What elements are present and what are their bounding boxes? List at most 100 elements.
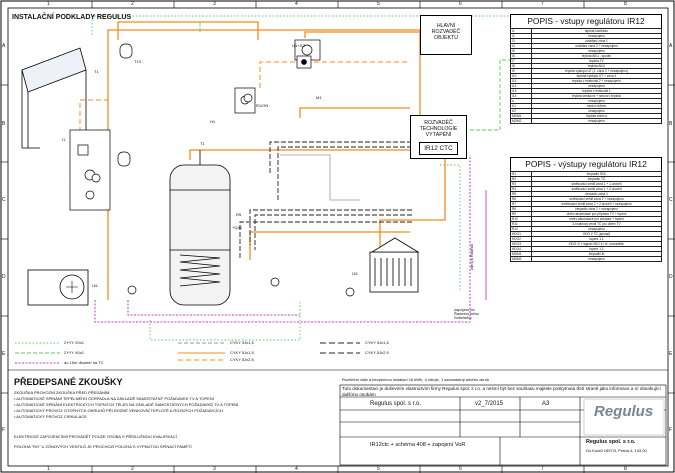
label-i16: I16 [92, 283, 98, 288]
heat-pump-outdoor-icon [27, 269, 89, 306]
row-label-d: D [2, 274, 6, 280]
titleblock-address: Do Koutů 1897/3, Praha 4, 143 00 [586, 448, 647, 453]
col-label-7: 7 [541, 1, 544, 7]
label-sensor-t1: T1 [200, 141, 205, 146]
input-description: nezapojeno [531, 118, 662, 124]
tests-line-5: • AUTOMATICKÝ PROVOZ CIRKULACE [14, 414, 87, 419]
room-thermostat-icon [296, 55, 312, 69]
solar-collector-icon [21, 47, 87, 149]
col-label-4-bottom: 4 [295, 466, 298, 472]
label-t1: T1 [94, 69, 99, 74]
legend-label-7: CYKY 5Jx1,5 [365, 340, 389, 345]
solar-station-icon [69, 129, 111, 211]
drawing-title: INSTALAČNÍ PODKLADY REGULUS [12, 14, 132, 21]
heating-switchboard-box: ROZVADĚČ TECHNOLOGIE VYTÁPĚNÍ IR12 CTC [410, 115, 467, 159]
tests-line-1: ZKOUŠKA PROVOZNÍ ZKOUŠKA PŘED PŘEDÁNÍM [14, 390, 110, 395]
col-label-6: 6 [459, 1, 462, 7]
col-label-3-bottom: 3 [213, 466, 216, 472]
tests-footer-2: POLOHA "RO" U ZÓNOVÝCH VENTILŮ JE PROCHO… [14, 444, 192, 449]
legend-label-3: do 15m dlouhé/ na TC [64, 360, 104, 365]
label-r5: R5 [236, 212, 242, 217]
titleblock-note: Rozšíření dále a bezpečnou instalací 16 … [342, 377, 490, 382]
wall-heater-icon [370, 237, 420, 253]
col-label-3: 3 [213, 1, 216, 7]
ir12-controller: IR12 CTC [419, 142, 458, 155]
outputs-table-title: POPIS - výstupy regulátoru IR12 [510, 157, 662, 172]
cable-gray [280, 154, 360, 201]
cable-black [239, 141, 412, 260]
label-r1on: R1/ON [256, 103, 269, 108]
col-label-8-bottom: 8 [624, 466, 627, 472]
tests-title: PŘEDEPSANÉ ZKOUŠKY [14, 377, 123, 387]
titleblock-company: Regulus spol. s r.o. [370, 401, 422, 407]
regulus-logo: Regulus [594, 403, 654, 420]
label-i15: I15 [352, 271, 358, 276]
input-code: MDM2 [509, 118, 533, 124]
legend-lines [15, 342, 360, 364]
legend-label-2: 2YYY 40x1 [64, 350, 84, 355]
legend-label-4: CYKY 3Jx1,5 [230, 340, 254, 345]
label-m1: M1 [316, 95, 322, 100]
output-description: nezapojeno [531, 256, 662, 262]
row-label-c: C [2, 197, 6, 203]
col-label-2: 2 [131, 1, 134, 7]
row-label-a-right: A [669, 43, 673, 49]
output-code: MDM2 [509, 256, 533, 262]
titleblock-notice: Tuto dokumentaci je duševním vlastnictví… [342, 386, 661, 397]
titleblock-sheet-label: IR12ctc + schéma 408 + zapojení VoR [370, 442, 466, 448]
heating-switchboard-label: ROZVADĚČ TECHNOLOGIE VYTÁPĚNÍ [419, 120, 458, 138]
legend-label-1: 2YYY 20x1 [64, 340, 84, 345]
tests-footer-1: ELEKTRICKÉ ZAPOJENÍ SMÍ PROVÁDĚT POUZE O… [14, 434, 177, 439]
cable-purple [94, 155, 471, 323]
titleblock-company-addr: Regulus spol. s r.o. [586, 439, 636, 445]
row-label-a: A [2, 43, 6, 49]
col-label-4: 4 [295, 1, 298, 7]
row-label-c-right: C [669, 197, 673, 203]
row-label-f-right: F [669, 427, 673, 433]
radiator-icon [369, 251, 419, 293]
cable-orange-dashed [79, 61, 410, 140]
tests-line-3: • AUTOMATICKÉ SPÍNÁNÍ ELEKTRICKÝCH TOPNÝ… [14, 402, 239, 407]
label-i11-i12: I11+I12 [292, 43, 306, 48]
col-label-8: 8 [624, 1, 627, 7]
col-label-5: 5 [377, 1, 380, 7]
label-pipe-note-2: zdroj k Řadnici [469, 243, 474, 270]
label-h1: H1 [210, 119, 216, 124]
grid-rows [1, 84, 675, 394]
row-label-b: B [2, 121, 6, 127]
titleblock-format: A3 [542, 401, 550, 407]
row-label-f: F [2, 427, 6, 433]
main-switchboard-box: HLAVNÍ ROZVADĚČ OBJEKTU [420, 15, 472, 55]
grid-columns [91, 1, 585, 473]
label-q45: +Q45 [232, 225, 242, 230]
tests-line-2: • AUTOMATICKÉ SPÍNÁNÍ TEPELNÉHO ČERPADLA… [14, 396, 214, 401]
storage-tank-icon [169, 150, 231, 306]
regulus-logo-frame [583, 398, 665, 436]
main-switchboard-label: HLAVNÍ ROZVADĚČ OBJEKTU [431, 23, 461, 41]
col-label-6-bottom: 6 [459, 466, 462, 472]
inputs-table-title: POPIS - vstupy regulátoru IR12 [510, 14, 662, 29]
row-label-b-right: B [669, 121, 673, 127]
row-label-e-right: E [669, 351, 673, 357]
title-block [339, 384, 667, 466]
legend-label-8: CYKY 5Jx2,5 [365, 350, 389, 355]
legend-label-5: CYKY 5Jx1,5 [230, 350, 254, 355]
col-label-1: 1 [47, 1, 50, 7]
row-label-e: E [2, 351, 6, 357]
label-t13: T13 [134, 59, 141, 64]
col-label-1-bottom: 1 [47, 466, 50, 472]
legend-label-6: CYKY 5Jx2,5 [230, 357, 254, 362]
titleblock-revision: v2_7/2015 [475, 401, 504, 407]
label-pipe-note: zapojení do Řadelnu nebo Svitcheho [454, 307, 479, 320]
col-label-7-bottom: 7 [541, 466, 544, 472]
row-label-d-right: D [669, 274, 673, 280]
label-sensor-i1: I1 [62, 137, 66, 142]
pump-icons [91, 93, 355, 297]
tests-line-4: • AUTOMATICKÝ PROVOZ OTOPNÝCH OKRUHŮ PŘI… [14, 408, 223, 413]
cable-green-dash [199, 20, 520, 131]
